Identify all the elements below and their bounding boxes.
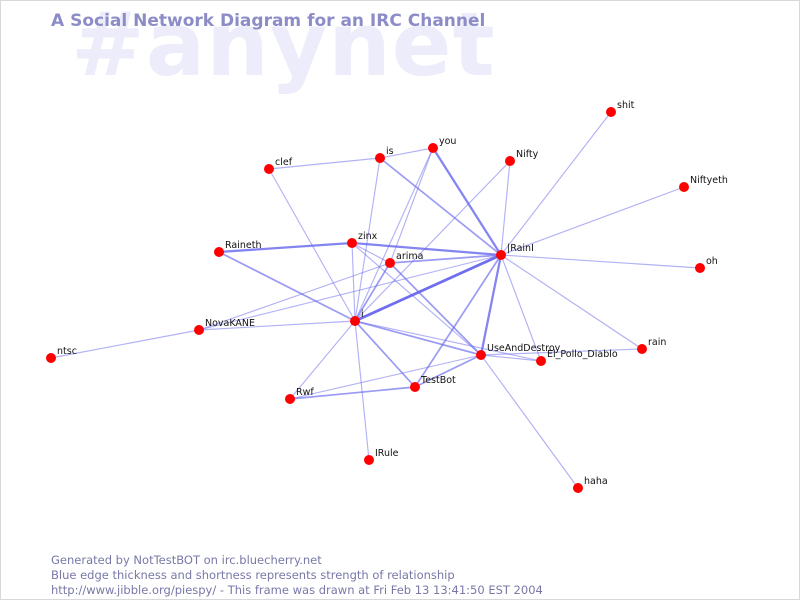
channel-watermark: #anynet (71, 0, 496, 96)
footer: Generated by NotTestBOT on irc.bluecherr… (51, 553, 543, 598)
edge-UseAndDestroy-rain (480, 348, 643, 356)
node-UseAndDestroy (476, 350, 486, 360)
node-arima (385, 258, 395, 268)
edge-arima-UseAndDestroy (389, 262, 482, 356)
edge-zinx-UseAndDestroy (351, 242, 482, 356)
edge-UseAndDestroy-TestBot (414, 354, 482, 388)
node-label-shit: shit (617, 100, 635, 111)
footer-generated-by: Generated by NotTestBOT on irc.bluecherr… (51, 553, 322, 567)
edge-you-i (354, 147, 434, 322)
edge-IRainI-rain (500, 254, 643, 350)
node-label-is: is (386, 146, 394, 157)
node-Raineth (214, 247, 224, 257)
edge-IRainI-UseAndDestroy (479, 253, 503, 357)
edge-i-NovaKANE (198, 320, 356, 331)
node-zinx (347, 238, 357, 248)
edge-is-you (379, 147, 434, 159)
node-label-IRainI: |RainI (507, 243, 534, 254)
node-label-TestBot: TestBot (420, 375, 456, 386)
edge-zinx-arima (351, 242, 391, 264)
edge-IRainI-NovaKANE (198, 254, 502, 331)
edge-clef-is (268, 157, 381, 170)
node-label-Rwf: Rwf (296, 387, 314, 398)
edge-IRainI-zinx (350, 241, 503, 257)
edge-Raineth-zinx (217, 241, 354, 254)
node-shit (606, 107, 616, 117)
edge-IRainI-TestBot (414, 254, 502, 388)
footer-legend-note: Blue edge thickness and shortness repres… (51, 568, 455, 582)
node-label-you: you (439, 136, 456, 147)
diagram-title: A Social Network Diagram for an IRC Chan… (51, 11, 486, 31)
edge-i-IRule (354, 320, 370, 461)
edge-i-Rwf (289, 320, 356, 400)
edge-Raineth-i (218, 251, 356, 322)
node-label-UseAndDestroy: UseAndDestroy (487, 343, 561, 354)
edge-layer (50, 111, 701, 489)
node-Nifty (505, 156, 515, 166)
edge-NovaKANE-ntsc (50, 329, 200, 359)
node-label-haha: haha (584, 476, 608, 487)
edge-IRainI-oh (500, 254, 701, 269)
node-NovaKANE (194, 325, 204, 335)
node-label-Raineth: Raineth (225, 240, 261, 251)
edge-IRainI-Nifty (500, 160, 511, 256)
edge-UseAndDestroy-haha (480, 354, 579, 489)
edge-IRainI-i (353, 253, 503, 323)
node-label-Nifty: Nifty (516, 149, 539, 160)
edge-IRainI-shit (500, 111, 612, 256)
node-Rwf (285, 394, 295, 404)
node-label-zinx: zinx (358, 231, 378, 242)
edge-IRainI-El_Pollo_Diablo (500, 254, 542, 362)
edge-IRainI-you (431, 146, 503, 257)
node-El_Pollo_Diablo (536, 356, 546, 366)
node-label-i: i (361, 309, 364, 320)
node-haha (573, 483, 583, 493)
node-layer (46, 107, 705, 493)
node-oh (695, 263, 705, 273)
edge-UseAndDestroy-Rwf (289, 354, 482, 400)
node-i (350, 316, 360, 326)
node-label-El_Pollo_Diablo: El_Pollo_Diablo (547, 349, 618, 360)
node-IRule (364, 455, 374, 465)
edge-is-i (354, 157, 381, 322)
node-label-arima: arima (396, 251, 423, 262)
node-rain (637, 344, 647, 354)
node-IRainI (496, 250, 506, 260)
node-label-IRule: IRule (375, 448, 399, 459)
node-is (375, 153, 385, 163)
node-clef (264, 164, 274, 174)
footer-timestamp: http://www.jibble.org/piespy/ - This fra… (51, 583, 543, 597)
node-label-clef: clef (275, 157, 293, 168)
node-label-rain: rain (648, 337, 666, 348)
edge-you-arima (389, 147, 434, 264)
node-label-NovaKANE: NovaKANE (205, 318, 255, 329)
node-ntsc (46, 353, 56, 363)
edge-arima-i (354, 262, 391, 322)
node-label-Niftyeth: Niftyeth (690, 175, 728, 186)
edge-i-UseAndDestroy (354, 320, 482, 356)
edge-IRainI-is (379, 157, 502, 256)
edge-TestBot-Rwf (289, 386, 416, 400)
node-Niftyeth (679, 182, 689, 192)
edge-zinx-i (351, 242, 356, 322)
node-label-ntsc: ntsc (57, 346, 77, 357)
edge-i-TestBot (354, 320, 416, 388)
node-TestBot (410, 382, 420, 392)
node-you (428, 143, 438, 153)
edge-NovaKANE-arima (198, 262, 391, 331)
edge-Nifty-i (354, 160, 511, 322)
edge-IRainI-Niftyeth (500, 186, 685, 256)
node-label-oh: oh (706, 256, 718, 267)
edge-UseAndDestroy-El_Pollo_Diablo (480, 354, 542, 362)
edge-IRainI-arima (389, 254, 502, 264)
